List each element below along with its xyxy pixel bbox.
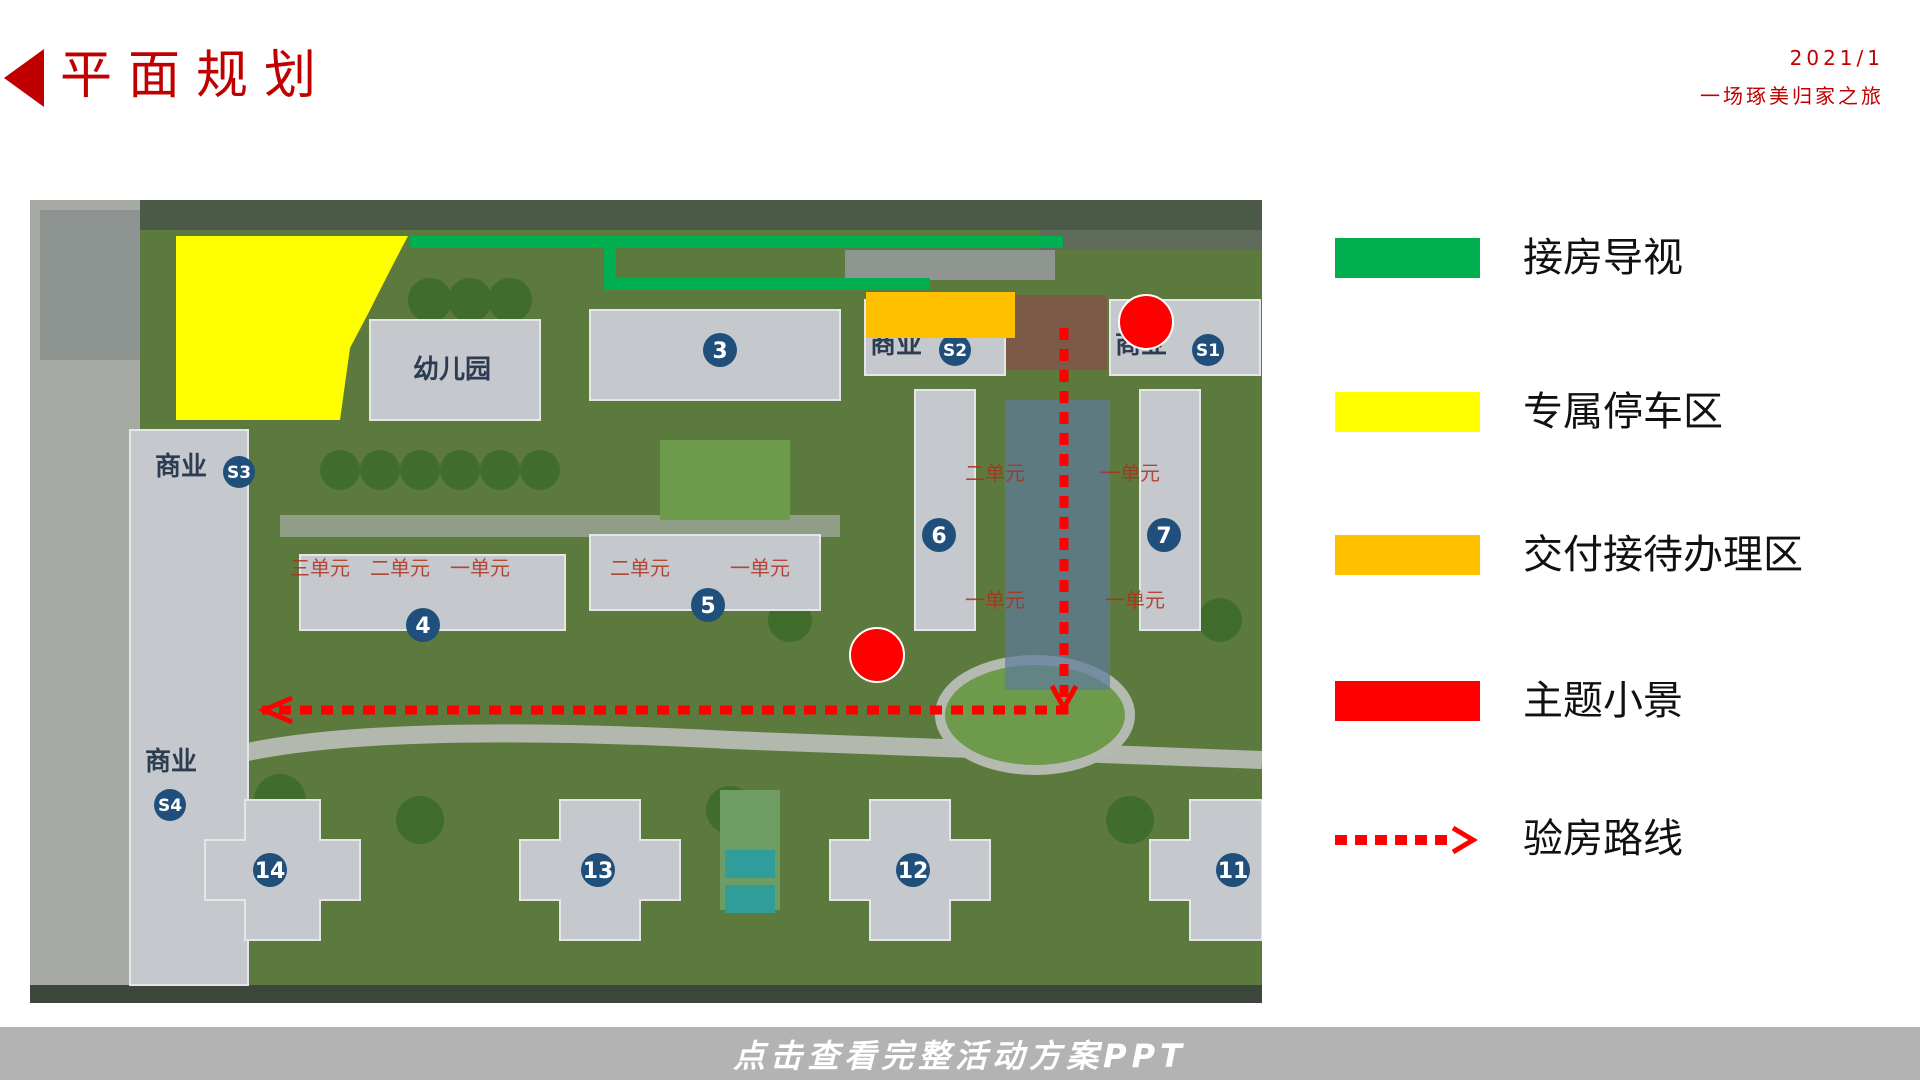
theme-scene-marker	[849, 627, 905, 683]
footer-cta-bar[interactable]: 点击查看完整活动方案PPT	[0, 1027, 1920, 1080]
shop-s3-label: 商业	[155, 451, 207, 482]
theme-scene-marker	[1118, 294, 1174, 350]
legend-swatch-green	[1335, 238, 1480, 278]
kindergarten-label: 幼儿园	[413, 355, 491, 385]
site-plan-map: 幼儿园 商业 商业 商业 商业 S2 S1 S3 S4 3 4 5 6 7 11…	[30, 200, 1262, 1003]
unit-label: 一单元	[450, 556, 510, 580]
guide-line	[604, 242, 930, 290]
unit-label: 一单元	[1100, 461, 1160, 485]
kindergarten-building	[369, 319, 541, 421]
legend-swatch-orange	[1335, 535, 1480, 575]
building-number-3: 3	[712, 339, 727, 364]
shop-s1-code: S1	[1196, 341, 1220, 361]
parking-zone	[176, 236, 408, 420]
building-number-14: 14	[255, 859, 286, 884]
legend-label: 交付接待办理区	[1523, 532, 1803, 578]
building-number-13: 13	[583, 859, 614, 884]
title-arrow-icon	[4, 49, 44, 107]
legend-item-reception: 交付接待办理区	[1335, 523, 1875, 583]
shop-building-s3-s4	[129, 429, 249, 986]
building-number-6: 6	[931, 524, 946, 549]
building-7	[1139, 389, 1201, 631]
legend-item-guide: 接房导视	[1335, 226, 1875, 286]
tagline: 一场琢美归家之旅	[1700, 84, 1884, 108]
unit-label: 三单元	[290, 556, 350, 580]
building-number-11: 11	[1218, 859, 1249, 884]
unit-label: 二单元	[965, 461, 1025, 485]
shop-s4-code: S4	[158, 796, 182, 816]
reception-zone	[866, 292, 1015, 338]
building-number-7: 7	[1156, 524, 1171, 549]
legend-swatch-red	[1335, 681, 1480, 721]
legend-label: 主题小景	[1523, 678, 1683, 724]
building-11	[1149, 799, 1262, 941]
unit-label: 一单元	[965, 588, 1025, 612]
dashed-arrow-icon	[1335, 825, 1478, 855]
unit-label: 二单元	[610, 556, 670, 580]
legend-item-route: 验房路线	[1335, 807, 1875, 867]
legend-item-theme-scene: 主题小景	[1335, 669, 1875, 729]
building-number-4: 4	[415, 614, 430, 639]
building-number-12: 12	[898, 859, 929, 884]
unit-label: 二单元	[370, 556, 430, 580]
shop-s3-code: S3	[227, 463, 251, 483]
page-title: 平面规划	[60, 46, 333, 106]
unit-label: 一单元	[1105, 588, 1165, 612]
legend-label: 接房导视	[1523, 235, 1683, 281]
shop-s4-label: 商业	[145, 746, 197, 777]
building-number-5: 5	[700, 594, 715, 619]
building-6	[914, 389, 976, 631]
unit-label: 一单元	[730, 556, 790, 580]
shop-s2-code: S2	[943, 341, 967, 361]
legend-label: 专属停车区	[1523, 389, 1723, 435]
legend-item-parking: 专属停车区	[1335, 380, 1875, 440]
legend-label: 验房路线	[1523, 816, 1683, 862]
footer-cta-link[interactable]: 点击查看完整活动方案PPT	[733, 1036, 1187, 1075]
site-plan-drawing: 幼儿园 商业 商业 商业 商业 S2 S1 S3 S4 3 4 5 6 7 11…	[30, 200, 1262, 1003]
legend-swatch-yellow	[1335, 392, 1480, 432]
date-label: 2021/1	[1789, 46, 1884, 70]
